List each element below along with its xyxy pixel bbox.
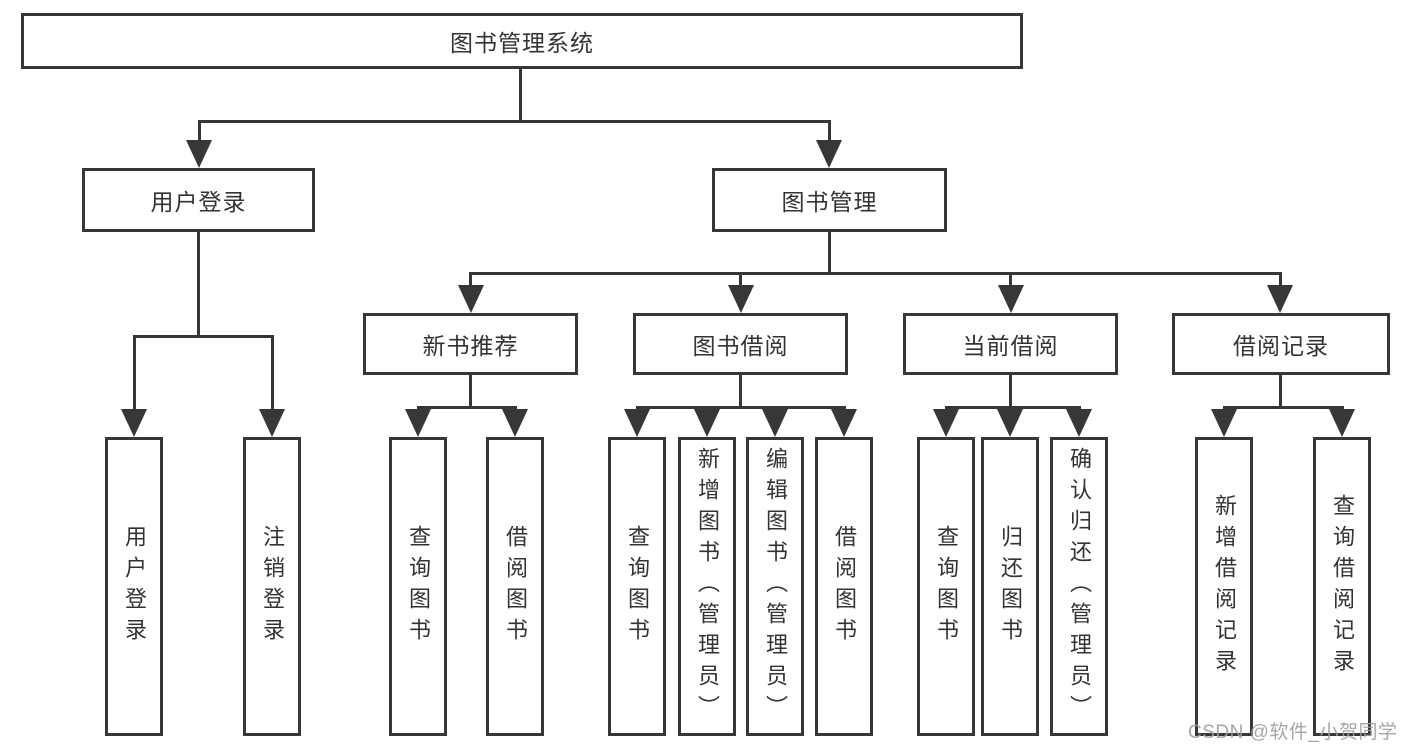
connector-line-h <box>417 406 517 409</box>
node-current-borrowing: 当前借阅 <box>903 313 1118 375</box>
arrowhead-down-icon <box>624 409 650 437</box>
arrowhead-down-icon <box>831 409 857 437</box>
arrowhead-down-icon <box>1267 285 1293 313</box>
connector-line-v <box>739 375 742 406</box>
leaf-borrowing-query-books: 查询图书 <box>608 437 666 736</box>
arrowhead-down-icon <box>1329 409 1355 437</box>
arrowhead-down-icon <box>728 285 754 313</box>
arrowhead-down-icon <box>259 409 285 437</box>
leaf-records-query-borrow-record: 查询借阅记录 <box>1313 437 1371 736</box>
leaf-borrowing-edit-books-admin: 编辑图书（管理员） <box>746 437 804 736</box>
leaf-label: 查询借阅记录 <box>1330 493 1355 680</box>
connector-line-v <box>271 335 274 411</box>
connector-line-v <box>1279 272 1282 287</box>
connector-line-v <box>469 272 472 287</box>
leaf-label: 借阅图书 <box>503 524 528 649</box>
arrowhead-down-icon <box>816 140 842 168</box>
leaf-label: 新增借阅记录 <box>1212 493 1237 680</box>
leaf-label: 确认归还（管理员） <box>1067 447 1092 726</box>
connector-line-v <box>519 69 522 122</box>
arrowhead-down-icon <box>998 285 1024 313</box>
node-library-management-system: 图书管理系统 <box>21 13 1023 69</box>
leaf-current-confirm-return-admin: 确认归还（管理员） <box>1050 437 1108 736</box>
node-book-management: 图书管理 <box>712 168 947 232</box>
leaf-current-return-books: 归还图书 <box>981 437 1039 736</box>
connector-line-h <box>1223 406 1343 409</box>
connector-line-v <box>1279 375 1282 406</box>
connector-line-h <box>133 335 274 338</box>
arrowhead-down-icon <box>405 409 431 437</box>
node-book-borrowing: 图书借阅 <box>633 313 848 375</box>
leaf-label: 用户登录 <box>122 524 147 649</box>
connector-line-v <box>1009 375 1012 406</box>
leaf-borrowing-borrow-books: 借阅图书 <box>815 437 873 736</box>
csdn-watermark: CSDN @软件_小贺同学 <box>1188 722 1398 743</box>
connector-line-v <box>739 272 742 287</box>
leaf-label: 查询图书 <box>934 524 959 649</box>
leaf-label: 查询图书 <box>406 524 431 649</box>
arrowhead-down-icon <box>762 409 788 437</box>
arrowhead-down-icon <box>1066 409 1092 437</box>
node-user-login: 用户登录 <box>82 168 315 232</box>
leaf-user-login: 用户登录 <box>105 437 163 736</box>
connector-line-h <box>636 406 845 409</box>
connector-line-v <box>198 120 201 141</box>
leaf-label: 归还图书 <box>998 524 1023 649</box>
leaf-label: 编辑图书（管理员） <box>763 447 788 726</box>
leaf-label: 新增图书（管理员） <box>695 447 720 726</box>
leaf-records-add-borrow-record: 新增借阅记录 <box>1195 437 1253 736</box>
leaf-label: 查询图书 <box>625 524 650 649</box>
leaf-recommend-query-books: 查询图书 <box>389 437 447 736</box>
connector-line-v <box>197 232 200 335</box>
connector-line-v <box>1009 272 1012 287</box>
arrowhead-down-icon <box>121 409 147 437</box>
arrowhead-down-icon <box>1211 409 1237 437</box>
leaf-label: 注销登录 <box>260 524 285 649</box>
arrowhead-down-icon <box>997 409 1023 437</box>
connector-line-v <box>828 120 831 141</box>
leaf-logout: 注销登录 <box>243 437 301 736</box>
leaf-borrowing-add-books-admin: 新增图书（管理员） <box>678 437 736 736</box>
arrowhead-down-icon <box>694 409 720 437</box>
arrowhead-down-icon <box>502 409 528 437</box>
leaf-current-query-books: 查询图书 <box>917 437 975 736</box>
node-new-book-recommendation: 新书推荐 <box>363 313 578 375</box>
connector-line-h <box>469 272 1282 275</box>
connector-line-v <box>828 232 831 272</box>
arrowhead-down-icon <box>186 140 212 168</box>
connector-line-h <box>198 120 831 123</box>
leaf-label: 借阅图书 <box>832 524 857 649</box>
node-borrowing-records: 借阅记录 <box>1172 313 1390 375</box>
arrowhead-down-icon <box>933 409 959 437</box>
arrowhead-down-icon <box>458 285 484 313</box>
connector-line-h <box>945 406 1080 409</box>
connector-line-v <box>133 335 136 411</box>
connector-line-v <box>469 375 472 406</box>
leaf-recommend-borrow-books: 借阅图书 <box>486 437 544 736</box>
